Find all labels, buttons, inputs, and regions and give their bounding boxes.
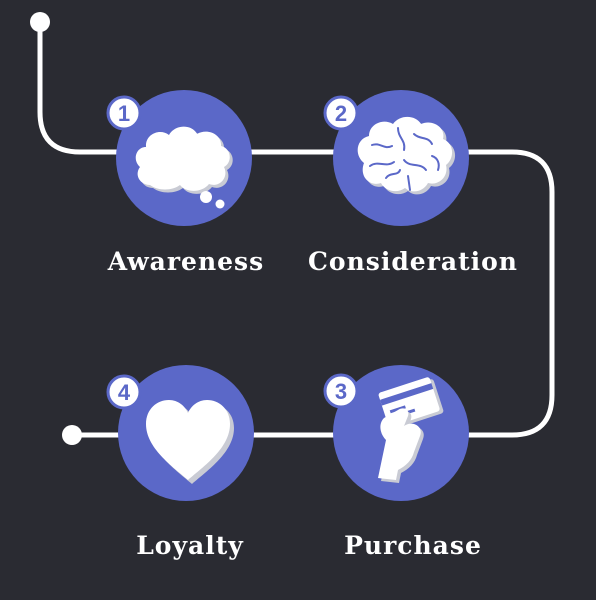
- step-loyalty: 4: [106, 365, 254, 501]
- step-number: 4: [118, 380, 131, 405]
- step-number: 3: [335, 379, 347, 404]
- step-label-consideration: Consideration: [308, 247, 518, 276]
- heart-icon: [146, 400, 234, 484]
- journey-path: [37, 19, 555, 438]
- step-number-badge: [323, 95, 359, 131]
- path-end-dot: [62, 425, 82, 445]
- step-consideration: 2: [323, 90, 469, 226]
- step-label-purchase: Purchase: [344, 531, 482, 560]
- step-label-loyalty: Loyalty: [136, 531, 244, 560]
- hand-holding-card-icon: [378, 377, 444, 483]
- thought-cloud-icon: [135, 126, 233, 209]
- step-number-badge: [323, 373, 359, 409]
- step-awareness: 1: [106, 90, 252, 226]
- step-number-badge: [106, 95, 142, 131]
- brain-icon: [357, 116, 456, 195]
- step-number: 2: [335, 101, 347, 126]
- step-number: 1: [118, 101, 130, 126]
- step-purchase: 3: [323, 365, 469, 501]
- step-number-badge: [106, 374, 142, 410]
- path-start-dot: [30, 12, 50, 32]
- step-label-awareness: Awareness: [107, 247, 265, 276]
